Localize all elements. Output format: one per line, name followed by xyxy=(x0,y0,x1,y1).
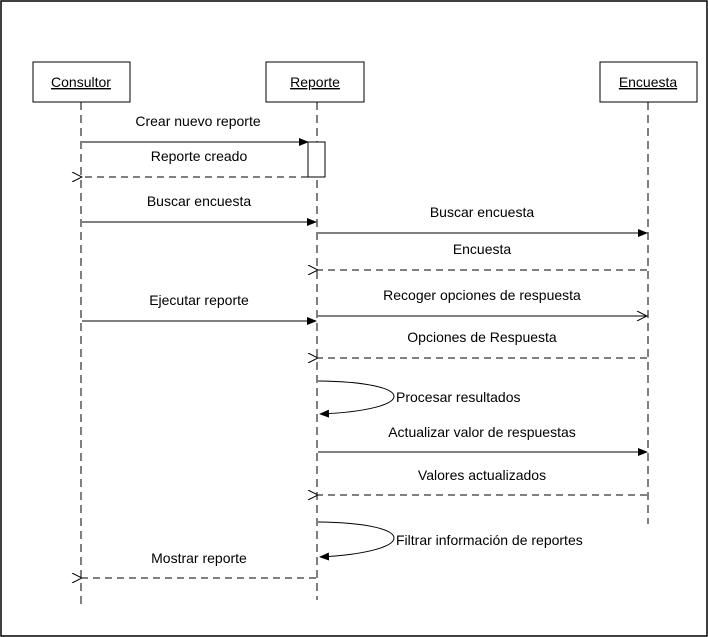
message-buscar-encuesta-2: Buscar encuesta xyxy=(318,204,648,237)
message-label: Encuesta xyxy=(453,241,512,257)
message-label: Opciones de Respuesta xyxy=(407,329,557,345)
message-label: Reporte creado xyxy=(151,148,248,164)
message-reporte-creado: Reporte creado xyxy=(82,148,308,177)
message-label: Actualizar valor de respuestas xyxy=(388,424,576,440)
message-buscar-encuesta-1: Buscar encuesta xyxy=(82,193,317,226)
participant-label: Consultor xyxy=(51,74,111,90)
message-label: Recoger opciones de respuesta xyxy=(383,287,581,303)
message-label: Buscar encuesta xyxy=(430,204,534,220)
message-opciones-de-respuesta: Opciones de Respuesta xyxy=(318,329,647,358)
message-valores-actualizados: Valores actualizados xyxy=(318,467,647,495)
message-procesar-resultados: Procesar resultados xyxy=(317,380,521,418)
message-actualizar-valor: Actualizar valor de respuestas xyxy=(318,424,648,456)
participant-consultor: Consultor xyxy=(32,61,131,103)
message-label: Ejecutar reporte xyxy=(149,292,249,308)
participant-label: Encuesta xyxy=(619,74,678,90)
message-recoger-opciones: Recoger opciones de respuesta xyxy=(318,287,647,316)
participant-encuesta: Encuesta xyxy=(599,61,698,103)
message-label: Valores actualizados xyxy=(418,467,546,483)
message-label: Mostrar reporte xyxy=(151,550,247,566)
message-label: Crear nuevo reporte xyxy=(135,113,261,129)
message-label: Buscar encuesta xyxy=(147,193,251,209)
message-mostrar-reporte: Mostrar reporte xyxy=(82,550,316,578)
message-label: Procesar resultados xyxy=(396,389,521,405)
participant-label: Reporte xyxy=(290,74,340,90)
participant-reporte: Reporte xyxy=(265,61,365,103)
message-encuesta: Encuesta xyxy=(318,241,647,270)
message-ejecutar-reporte: Ejecutar reporte xyxy=(82,292,317,325)
message-crear-nuevo-reporte: Crear nuevo reporte xyxy=(82,113,309,146)
activation-bar-reporte xyxy=(307,141,326,178)
message-label: Filtrar información de reportes xyxy=(396,532,583,548)
message-filtrar-informacion: Filtrar información de reportes xyxy=(317,521,583,561)
